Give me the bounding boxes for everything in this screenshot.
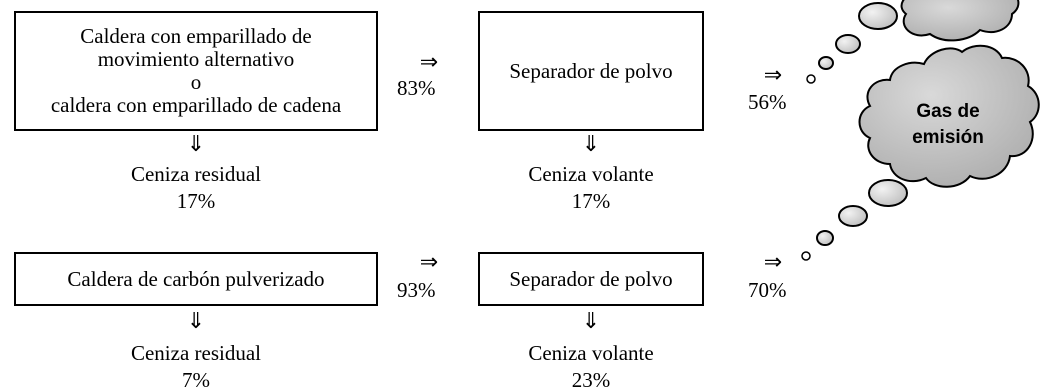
separator-to-gas-pct-2: 70% xyxy=(748,278,787,302)
pulverized-boiler-box: Caldera de carbón pulverizado xyxy=(14,252,378,306)
right-arrow-2: ⇒ xyxy=(763,63,783,88)
cloud-label-line-1: Gas de xyxy=(916,101,979,122)
right-arrow-3: ⇒ xyxy=(419,250,439,275)
grate-boiler-line-4: caldera con emparillado de cadena xyxy=(50,93,342,117)
residual-ash-pct-1: 17% xyxy=(176,189,216,213)
upper-bubble-large xyxy=(858,2,898,30)
grate-boiler-line-2: movimiento alternativo xyxy=(97,47,295,71)
lower-bubble-small xyxy=(816,230,834,246)
lower-bubble-medium xyxy=(838,205,868,227)
fly-ash-pct-2: 23% xyxy=(571,368,611,392)
fly-ash-label-1: Ceniza volante xyxy=(528,162,654,186)
boiler-to-separator-pct-1: 83% xyxy=(397,76,436,100)
grate-boiler-line-1: Caldera con emparillado de xyxy=(80,24,312,48)
residual-ash-label-1: Ceniza residual xyxy=(130,162,262,186)
right-arrow-4: ⇒ xyxy=(763,250,783,275)
down-arrow-3: ⇓ xyxy=(186,309,206,334)
cloud-label-line-2: emisión xyxy=(912,127,984,148)
separator-to-gas-pct-1: 56% xyxy=(748,90,787,114)
separator-label-2: Separador de polvo xyxy=(509,266,673,291)
down-arrow-1: ⇓ xyxy=(186,132,206,157)
grate-boiler-box: Caldera con emparillado de movimiento al… xyxy=(14,11,378,131)
separator-box-1: Separador de polvo xyxy=(478,11,704,131)
separator-label-1: Separador de polvo xyxy=(509,58,673,83)
upper-bubble-tiny xyxy=(806,74,816,84)
down-arrow-2: ⇓ xyxy=(581,132,601,157)
main-cloud-shape xyxy=(858,44,1040,188)
separator-box-2: Separador de polvo xyxy=(478,252,704,306)
right-arrow-1: ⇒ xyxy=(419,50,439,75)
lower-bubble-tiny xyxy=(801,251,811,261)
grate-boiler-line-3: o xyxy=(190,70,202,94)
upper-bubble-small xyxy=(818,56,834,70)
fly-ash-label-2: Ceniza volante xyxy=(528,341,654,365)
residual-ash-pct-2: 7% xyxy=(182,368,210,392)
lower-bubble-large xyxy=(868,179,908,207)
upper-bubble-medium xyxy=(835,34,861,54)
top-cloud-shape xyxy=(900,0,1020,42)
fly-ash-pct-1: 17% xyxy=(571,189,611,213)
down-arrow-4: ⇓ xyxy=(581,309,601,334)
boiler-to-separator-pct-2: 93% xyxy=(397,278,436,302)
pulverized-boiler-label: Caldera de carbón pulverizado xyxy=(67,266,325,291)
residual-ash-label-2: Ceniza residual xyxy=(130,341,262,365)
